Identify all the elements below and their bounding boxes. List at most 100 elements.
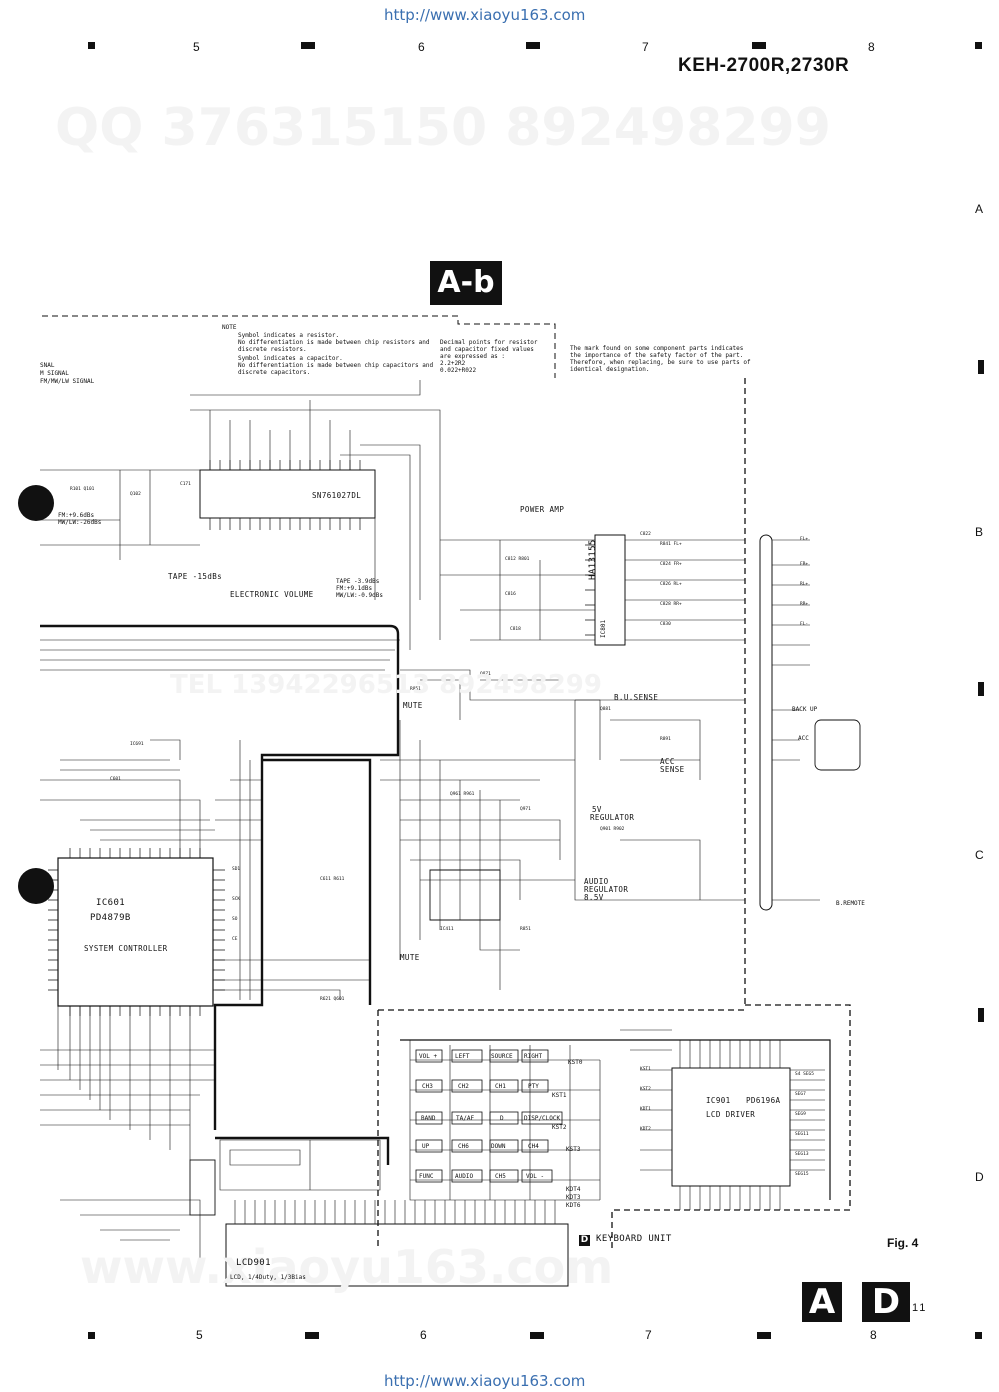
source-url-top: http://www.xiaoyu163.com xyxy=(384,6,586,24)
decimal-note-line: and capacitor fixed values xyxy=(440,346,534,353)
svg-text:S4 SEG5: S4 SEG5 xyxy=(795,1071,814,1077)
source-url-bottom: http://www.xiaoyu163.com xyxy=(384,1372,586,1390)
svg-text:FR+: FR+ xyxy=(800,561,808,567)
column-number: 8 xyxy=(868,40,875,54)
keyboard-unit-label: KEYBOARD UNIT xyxy=(596,1234,672,1244)
column-number: 7 xyxy=(645,1328,652,1342)
svg-text:CE: CE xyxy=(232,936,238,942)
key-band: BAND xyxy=(421,1115,436,1122)
note-title: NOTE xyxy=(222,324,237,331)
lcd-driver-label: LCD DRIVER xyxy=(706,1110,756,1119)
remote-terminal-label: B.REMOTE xyxy=(836,900,865,907)
keyboard-unit-tag: D xyxy=(579,1235,590,1246)
lcd-driver-ref: IC901 xyxy=(706,1096,731,1105)
svg-text:C830: C830 xyxy=(660,621,671,627)
page-number: 11 xyxy=(912,1302,928,1314)
acc-sense-label: SENSE xyxy=(660,765,685,774)
lcd-driver-ic-body xyxy=(671,1067,791,1187)
column-number: 6 xyxy=(418,40,425,54)
keyboard-boundary xyxy=(611,1004,851,1248)
acc-sense-label: ACC xyxy=(660,757,675,766)
svg-text:C822: C822 xyxy=(640,531,651,537)
svg-text:C824 FR+: C824 FR+ xyxy=(660,561,682,567)
key-ch4: CH4 xyxy=(528,1143,539,1150)
note-line: discrete capacitors. xyxy=(238,369,311,376)
svg-text:SD1: SD1 xyxy=(232,866,240,872)
svg-text:SEG13: SEG13 xyxy=(795,1151,809,1157)
backup-terminal-label: BACK UP xyxy=(792,706,818,713)
lcd-panel-body xyxy=(225,1223,569,1287)
key-ch3: CH3 xyxy=(422,1083,433,1090)
row-letter: C xyxy=(975,848,984,862)
key-ch6: CH6 xyxy=(458,1143,469,1150)
column-mark-bar xyxy=(301,42,315,49)
key-scan-line: KDT3 xyxy=(566,1194,581,1201)
tape-level-left: TAPE -15dBs xyxy=(168,572,223,581)
key-scan-line: KST3 xyxy=(566,1146,581,1153)
svg-text:SEG9: SEG9 xyxy=(795,1111,806,1117)
svg-text:SCK: SCK xyxy=(232,896,240,902)
key-up: UP xyxy=(422,1143,430,1150)
svg-text:IC691: IC691 xyxy=(130,741,144,747)
svg-text:RL+: RL+ xyxy=(800,581,808,587)
key-scan-line: KST0 xyxy=(568,1059,583,1066)
regulator-5v-label: 5V xyxy=(592,805,602,814)
svg-text:KST2: KST2 xyxy=(640,1086,651,1092)
column-mark-square xyxy=(975,1332,982,1339)
key-vol-down: VOL - xyxy=(526,1173,545,1180)
power-amp-label: POWER AMP xyxy=(520,505,565,514)
svg-text:Q961 R961: Q961 R961 xyxy=(450,791,475,797)
row-letter: B xyxy=(975,525,984,539)
signal-legend: M SIGNAL xyxy=(40,370,69,377)
column-mark-bar xyxy=(752,42,766,49)
note-line: Symbol indicates a capacitor. xyxy=(238,355,343,362)
svg-text:RR+: RR+ xyxy=(800,601,808,607)
svg-text:SEG7: SEG7 xyxy=(795,1091,806,1097)
binder-hole-icon xyxy=(18,485,54,521)
connector-backup xyxy=(814,719,861,771)
key-source: SOURCE xyxy=(491,1053,513,1060)
column-mark-bar xyxy=(305,1332,319,1339)
regulator-5v-label: REGULATOR xyxy=(590,813,635,822)
lcd-panel-ref: LCD901 xyxy=(236,1258,271,1268)
watermark-tel-mid: TEL 13942296513 892498299 xyxy=(170,670,602,700)
key-scan-line: KST1 xyxy=(552,1092,567,1099)
key-ch1: CH1 xyxy=(495,1083,506,1090)
svg-text:R851: R851 xyxy=(410,686,421,692)
binder-hole-icon xyxy=(18,868,54,904)
column-number: 7 xyxy=(642,40,649,54)
key-disp-clock: DISP/CLOCK xyxy=(524,1115,561,1122)
figure-number: Fig. 4 xyxy=(887,1236,919,1250)
svg-text:R621 Q601: R621 Q601 xyxy=(320,996,345,1002)
column-mark-bar xyxy=(530,1332,544,1339)
ic-pins xyxy=(48,460,595,1016)
heavy-bus-mid xyxy=(262,758,372,1005)
system-controller-ic-body xyxy=(57,857,214,1007)
audio-regulator-label: AUDIO xyxy=(584,877,609,886)
svg-text:C828 RR+: C828 RR+ xyxy=(660,601,682,607)
model-title: KEH-2700R,2730R xyxy=(678,55,850,76)
svg-text:Q871: Q871 xyxy=(480,671,491,677)
power-amp-ic-name: HA13155 xyxy=(588,539,598,580)
key-vol-up: VOL + xyxy=(419,1053,438,1060)
section-tag: A-b xyxy=(430,261,502,305)
svg-text:R841 FL+: R841 FL+ xyxy=(660,541,682,547)
key-audio: AUDIO xyxy=(455,1173,474,1180)
system-controller-ic-name: PD4879B xyxy=(90,913,131,923)
watermark-qq: QQ 376315150 892498299 xyxy=(55,98,831,158)
audio-regulator-label: 8.5V xyxy=(584,893,604,902)
key-ch2: CH2 xyxy=(458,1083,469,1090)
svg-text:FL-: FL- xyxy=(800,621,808,627)
key-pty: PTY xyxy=(528,1083,539,1090)
safety-note-line: identical designation. xyxy=(570,366,650,373)
svg-text:SEG15: SEG15 xyxy=(795,1171,809,1177)
column-number: 5 xyxy=(193,40,200,54)
svg-text:C816: C816 xyxy=(505,591,516,597)
tape-level-right: TAPE -3.9dBs xyxy=(336,578,380,585)
system-controller-label: SYSTEM CONTROLLER xyxy=(84,944,168,953)
note-line: No differentiation is made between chip … xyxy=(238,339,430,346)
svg-text:R101 Q101: R101 Q101 xyxy=(70,486,95,492)
svg-text:KST1: KST1 xyxy=(640,1066,651,1072)
mute-label-top: MUTE xyxy=(403,701,423,710)
